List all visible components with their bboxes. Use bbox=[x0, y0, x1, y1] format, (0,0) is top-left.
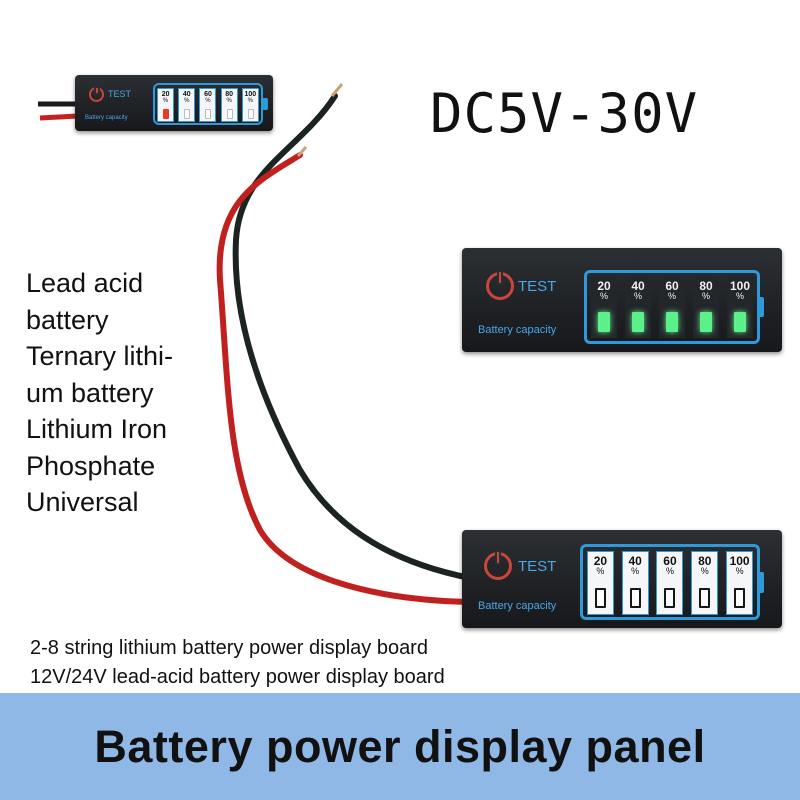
level-value: 100 bbox=[729, 554, 750, 568]
level-led-on-green bbox=[598, 312, 610, 332]
red-wire bbox=[216, 152, 473, 605]
level-led-off bbox=[226, 109, 233, 119]
capacity-label: Battery capacity bbox=[478, 600, 557, 612]
level-segment-100: 100 % bbox=[726, 551, 754, 615]
level-value: 60 bbox=[665, 279, 679, 293]
percent-sign: % bbox=[596, 566, 605, 576]
level-value: 100 bbox=[729, 279, 751, 293]
percent-sign: % bbox=[226, 98, 232, 104]
battery-outline: 20 % 40 % 60 % 80 % 100 % bbox=[584, 270, 764, 344]
level-segment-40: 40 % bbox=[178, 88, 196, 122]
level-segment-80: 80 % bbox=[691, 551, 719, 615]
level-segment-60: 60 % bbox=[199, 88, 217, 122]
battery-type-line: um battery bbox=[26, 377, 154, 408]
percent-sign: % bbox=[631, 566, 640, 576]
level-segment-20: 20 % bbox=[586, 551, 614, 615]
black-wire-tip bbox=[330, 83, 344, 97]
level-value: 80 bbox=[225, 91, 234, 98]
test-label: TEST bbox=[108, 89, 132, 99]
level-value: 100 bbox=[244, 91, 257, 98]
percent-sign: % bbox=[700, 566, 709, 576]
caption-line: 2-8 string lithium battery power display… bbox=[30, 637, 428, 659]
full-charge-display-board: TEST Battery capacity 20 % 40 % 60 % 80 … bbox=[462, 248, 782, 352]
small-display-board: TEST Battery capacity 20 % 40 % 60 % 80 … bbox=[75, 75, 273, 131]
percent-sign: % bbox=[184, 98, 190, 104]
percent-sign: % bbox=[205, 98, 211, 104]
level-led-on-red bbox=[163, 109, 170, 119]
capacity-label: Battery capacity bbox=[85, 115, 128, 121]
unpowered-display-board: TEST Battery capacity 20 % 40 % 60 % 80 … bbox=[462, 530, 782, 628]
voltage-range-heading: DC5V-30V bbox=[430, 82, 699, 145]
battery-types-list: Lead acid battery Ternary lithi- um batt… bbox=[26, 265, 173, 521]
level-led-on-green bbox=[632, 312, 644, 332]
level-value: 20 bbox=[593, 554, 608, 568]
percent-sign: % bbox=[633, 291, 642, 301]
battery-type-line: Universal bbox=[26, 487, 139, 517]
level-led-off bbox=[247, 109, 254, 119]
percent-sign: % bbox=[735, 566, 744, 576]
percent-sign: % bbox=[162, 98, 169, 104]
level-segment-80: 80 % bbox=[693, 278, 719, 338]
battery-outline: 20 % 40 % 60 % 80 % 100 % bbox=[580, 544, 764, 620]
product-captions: 2-8 string lithium battery power display… bbox=[30, 634, 445, 692]
level-segment-20: 20 % bbox=[591, 278, 617, 338]
level-led-on-green bbox=[700, 312, 712, 332]
level-led-off bbox=[205, 109, 212, 119]
level-segment-20: 20 % bbox=[157, 88, 175, 122]
battery-type-line: Phosphate bbox=[26, 450, 156, 481]
percent-sign: % bbox=[599, 291, 608, 301]
level-value: 40 bbox=[628, 554, 642, 568]
percent-sign: % bbox=[247, 98, 254, 104]
red-wire-tip bbox=[296, 146, 308, 157]
percent-sign: % bbox=[665, 566, 674, 576]
level-value: 20 bbox=[161, 91, 170, 98]
title-banner: Battery power display panel bbox=[0, 693, 800, 800]
test-label: TEST bbox=[518, 278, 557, 295]
battery-type-line: Lead acid bbox=[26, 268, 144, 298]
level-led-off bbox=[629, 588, 641, 608]
level-led-on-green bbox=[734, 312, 746, 332]
level-segment-60: 60 % bbox=[656, 551, 684, 615]
level-segment-100: 100 % bbox=[241, 88, 259, 122]
black-wire bbox=[232, 93, 473, 581]
caption-line: 12V/24V lead-acid battery power display … bbox=[30, 666, 445, 688]
level-led-off bbox=[184, 109, 191, 119]
level-led-off bbox=[594, 588, 606, 608]
level-value: 60 bbox=[204, 91, 212, 98]
level-segment-40: 40 % bbox=[625, 278, 651, 338]
capacity-label: Battery capacity bbox=[478, 324, 557, 336]
level-led-off bbox=[664, 588, 676, 608]
percent-sign: % bbox=[701, 291, 710, 301]
level-value: 80 bbox=[698, 554, 712, 568]
percent-sign: % bbox=[667, 291, 676, 301]
percent-sign: % bbox=[735, 291, 744, 301]
level-segment-100: 100 % bbox=[727, 278, 753, 338]
level-led-off bbox=[699, 588, 711, 608]
power-icon bbox=[89, 87, 104, 102]
small-board-red-wire bbox=[39, 113, 79, 121]
test-label: TEST bbox=[518, 558, 557, 575]
battery-type-line: Lithium Iron bbox=[26, 414, 168, 444]
level-segment-60: 60 % bbox=[659, 278, 685, 338]
banner-title: Battery power display panel bbox=[94, 720, 706, 772]
power-icon bbox=[486, 272, 514, 300]
battery-type-line: battery bbox=[26, 304, 109, 335]
level-segment-80: 80 % bbox=[220, 88, 238, 122]
power-icon bbox=[484, 552, 512, 580]
level-value: 20 bbox=[597, 279, 611, 293]
level-led-on-green bbox=[666, 312, 678, 332]
level-value: 60 bbox=[663, 554, 677, 568]
battery-outline: 20 % 40 % 60 % 80 % 100 % bbox=[153, 83, 268, 125]
level-value: 40 bbox=[182, 91, 191, 98]
level-segment-40: 40 % bbox=[621, 551, 649, 615]
battery-type-line: Ternary lithi- bbox=[26, 341, 174, 371]
level-led-off bbox=[734, 588, 746, 608]
level-value: 40 bbox=[631, 279, 645, 293]
level-value: 80 bbox=[699, 279, 713, 293]
